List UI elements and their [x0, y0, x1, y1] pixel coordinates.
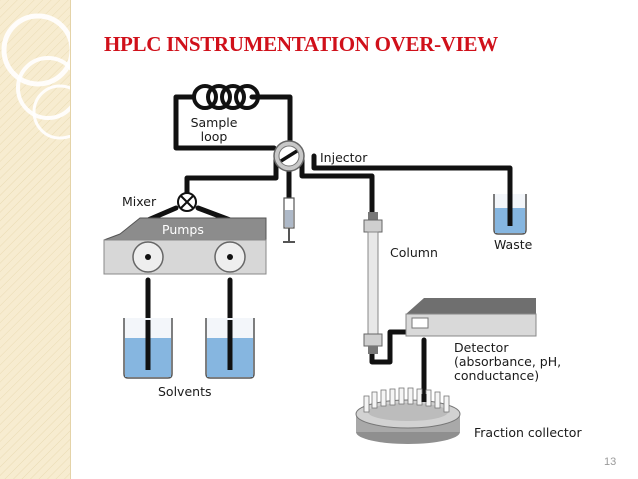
slide-title: HPLC INSTRUMENTATION OVER-VIEW [104, 32, 498, 56]
label-pumps: Pumps [162, 222, 204, 237]
syringe [283, 197, 295, 243]
hplc-diagram: Sample loop Injector Mixer Pumps [103, 84, 582, 444]
label-injector: Injector [320, 150, 368, 165]
label-solvents: Solvents [158, 384, 211, 399]
label-fraction-collector: Fraction collector [474, 425, 582, 440]
label-sample-loop-2: loop [201, 129, 228, 144]
solvent-beaker-2 [205, 318, 255, 379]
tube-injector-waste [311, 153, 513, 199]
mixer [177, 192, 197, 212]
pumps-housing [103, 217, 267, 275]
label-mixer: Mixer [122, 194, 157, 209]
label-waste: Waste [494, 237, 533, 252]
decorative-sidebar [0, 0, 71, 479]
label-sample-loop-1: Sample [191, 115, 238, 130]
detector [405, 298, 537, 337]
waste-beaker [493, 194, 527, 235]
tube-injector-column [299, 157, 375, 217]
decorative-circles [0, 0, 70, 479]
page-number: 13 [604, 456, 617, 468]
label-detector-3: conductance) [454, 368, 539, 383]
label-detector-1: Detector [454, 340, 509, 355]
column [363, 212, 383, 354]
injector-valve [273, 140, 305, 172]
tube-mixer-injector [184, 157, 279, 199]
solvent-beaker-1 [123, 318, 173, 379]
tube-loop-right [249, 94, 293, 151]
label-detector-2: (absorbance, pH, [454, 354, 561, 369]
tube-loop-left [173, 94, 277, 151]
fraction-collector [355, 387, 461, 444]
sample-loop-coil [192, 84, 260, 110]
label-column: Column [390, 245, 438, 260]
tube-column-detector [369, 329, 419, 365]
